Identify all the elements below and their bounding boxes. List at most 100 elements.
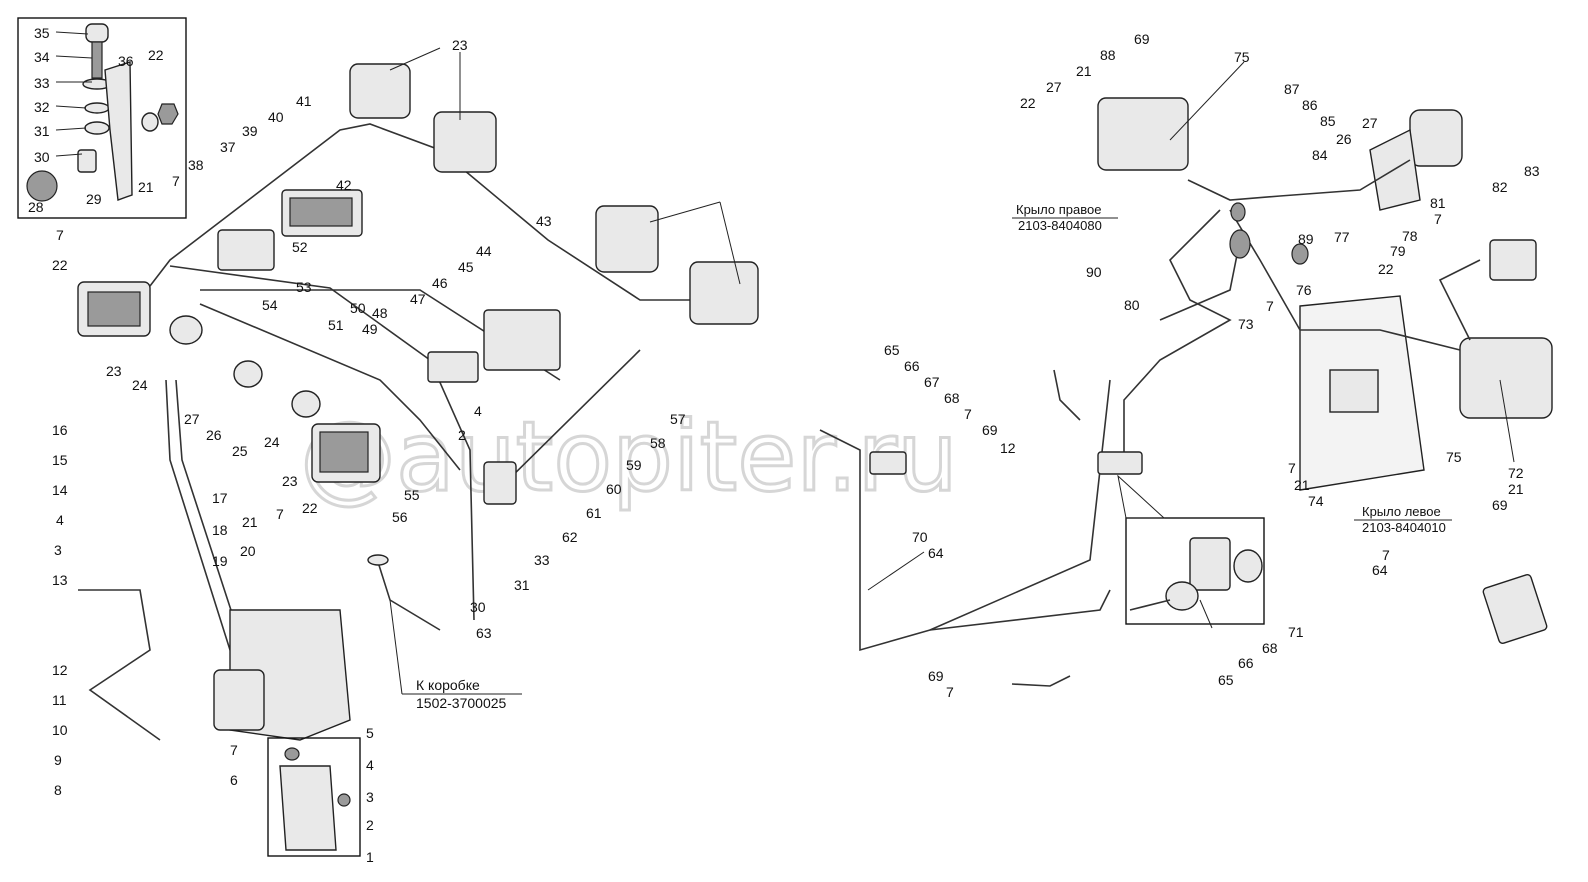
- callout-number: 59: [626, 457, 642, 473]
- callout-number: 81: [1430, 195, 1446, 211]
- callout-number: 22: [1020, 95, 1036, 111]
- callout-number: 52: [292, 239, 308, 255]
- callout-number: 2: [458, 427, 466, 443]
- callout-number: 21: [138, 179, 154, 195]
- callout-number: 24: [132, 377, 148, 393]
- callout-number: 50: [350, 300, 366, 316]
- callout-number: 5: [366, 725, 374, 741]
- callout-number: 63: [476, 625, 492, 641]
- callout-number: 22: [1378, 261, 1394, 277]
- callout-number: 65: [1218, 672, 1234, 688]
- callout-number: 4: [56, 512, 64, 528]
- callout-number: 40: [268, 109, 284, 125]
- callout-number: 66: [1238, 655, 1254, 671]
- callout-number: 71: [1288, 624, 1304, 640]
- caption-left-fender: Крыло левое: [1362, 504, 1441, 519]
- callout-number: 29: [86, 191, 102, 207]
- callout-number: 69: [1134, 31, 1150, 47]
- callout-number: 12: [1000, 440, 1016, 456]
- callout-number: 7: [172, 173, 180, 189]
- callout-number: 89: [1298, 231, 1314, 247]
- callout-number: 7: [964, 406, 972, 422]
- callout-number: 45: [458, 259, 474, 275]
- callout-number: 61: [586, 505, 602, 521]
- inset-frame-bracket: [267, 737, 361, 857]
- callout-number: 80: [1124, 297, 1140, 313]
- callout-number: 87: [1284, 81, 1300, 97]
- callout-number: 73: [1238, 316, 1254, 332]
- callout-number: 65: [884, 342, 900, 358]
- switch-assembly: [26, 23, 179, 202]
- callout-number: 7: [1288, 460, 1296, 476]
- callout-number: 54: [262, 297, 278, 313]
- right-harness: [819, 97, 1553, 687]
- callout-number: 25: [232, 443, 248, 459]
- callout-number: 21: [1294, 477, 1310, 493]
- callout-number: 31: [514, 577, 530, 593]
- callout-number: 67: [924, 374, 940, 390]
- callout-number: 51: [328, 317, 344, 333]
- callout-number: 17: [212, 490, 228, 506]
- callout-number: 35: [34, 25, 50, 41]
- callout-number: 23: [282, 473, 298, 489]
- callout-number: 7: [1266, 298, 1274, 314]
- callout-number: 75: [1234, 49, 1250, 65]
- callout-number: 16: [52, 422, 68, 438]
- callout-number: 7: [1382, 547, 1390, 563]
- callout-number: 68: [944, 390, 960, 406]
- callout-number: 33: [34, 75, 50, 91]
- callout-number: 31: [34, 123, 50, 139]
- callout-number: 9: [54, 752, 62, 768]
- connector-detail: [1129, 537, 1263, 611]
- callout-number: 49: [362, 321, 378, 337]
- callout-number: 70: [912, 529, 928, 545]
- callout-number: 28: [28, 199, 44, 215]
- callout-number: 39: [242, 123, 258, 139]
- bracket-detail: [279, 747, 351, 851]
- watermark-text: @autopiter.ru: [300, 401, 958, 513]
- callout-number: 14: [52, 482, 68, 498]
- callout-number: 69: [928, 668, 944, 684]
- callout-number: 11: [52, 692, 67, 708]
- callout-number: 57: [670, 411, 686, 427]
- callout-number: 36: [118, 53, 134, 69]
- callout-number: 38: [188, 157, 204, 173]
- callout-number: 64: [928, 545, 944, 561]
- callout-number: 79: [1390, 243, 1406, 259]
- callout-number: 75: [1446, 449, 1462, 465]
- inset-frame-connector: [1125, 517, 1265, 625]
- callout-number: 24: [264, 434, 280, 450]
- callout-number: 30: [34, 149, 50, 165]
- callout-number: 1: [366, 849, 374, 865]
- callout-number: 8: [54, 782, 62, 798]
- callout-number: 86: [1302, 97, 1318, 113]
- callout-number: 77: [1334, 229, 1350, 245]
- callout-number: 27: [1362, 115, 1378, 131]
- callout-number: 82: [1492, 179, 1508, 195]
- callout-number: 66: [904, 358, 920, 374]
- callout-number: 22: [52, 257, 68, 273]
- caption-right-fender: Крыло правое: [1016, 202, 1101, 217]
- callout-number: 83: [1524, 163, 1540, 179]
- callout-number: 78: [1402, 228, 1418, 244]
- callout-number: 21: [1508, 481, 1524, 497]
- caption-left-fender-code: 2103-8404010: [1362, 520, 1446, 535]
- callout-number: 58: [650, 435, 666, 451]
- callout-number: 88: [1100, 47, 1116, 63]
- leader-lines: [55, 31, 1515, 629]
- callout-number: 15: [52, 452, 68, 468]
- callout-number: 37: [220, 139, 236, 155]
- callout-number: 69: [1492, 497, 1508, 513]
- callout-number: 74: [1308, 493, 1324, 509]
- callout-number: 7: [56, 227, 64, 243]
- callout-number: 20: [240, 543, 256, 559]
- callout-number: 23: [452, 37, 468, 53]
- callout-number: 2: [366, 817, 374, 833]
- callout-number: 47: [410, 291, 426, 307]
- callout-number: 30: [470, 599, 486, 615]
- callout-number: 4: [366, 757, 374, 773]
- callout-number: 33: [534, 552, 550, 568]
- callout-number: 7: [276, 506, 284, 522]
- callout-number: 55: [404, 487, 420, 503]
